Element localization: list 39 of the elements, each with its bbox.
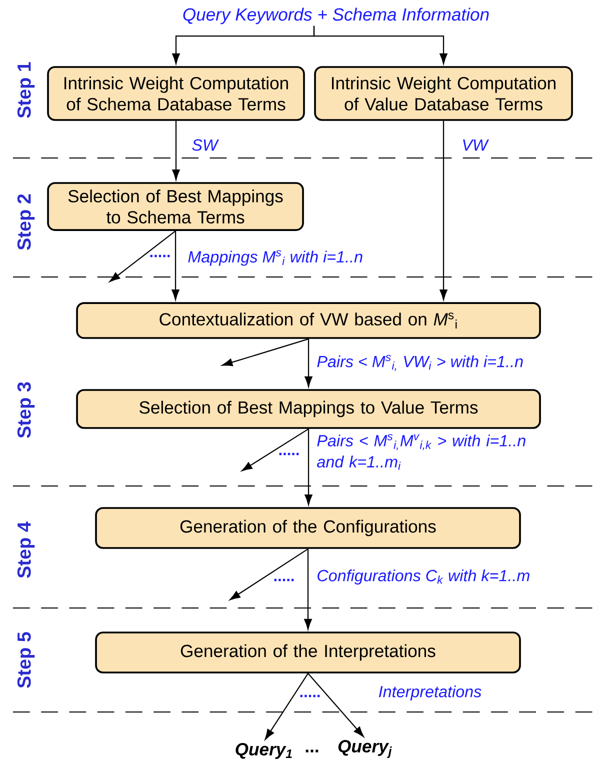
arrow — [242, 428, 309, 472]
edge-label: VW — [463, 139, 489, 151]
ellipsis: ... — [306, 750, 318, 752]
ellipsis: ..... — [300, 694, 320, 698]
arrow — [308, 673, 364, 737]
process-box: Generation of the Configurations — [95, 507, 521, 549]
ellipsis: ..... — [274, 578, 294, 582]
edge-label: Pairs < M$^{s}$$_{i,}$M$^{v}$$_{i,k}$ > with i=1..n and k=1..m$_{i}$ — [317, 434, 526, 470]
edge-label: Configurations C$_{k}$ with k=1..m — [318, 569, 530, 585]
arrow — [440, 120, 448, 300]
arrow — [172, 53, 180, 64]
arrow — [264, 673, 308, 740]
process-box: Intrinsic Weight Computation of Schema Database Terms — [47, 66, 305, 121]
ellipsis: ..... — [279, 452, 299, 456]
output-text: Query$_{j}$ — [338, 740, 392, 758]
step-label: Step 5 — [17, 632, 35, 688]
step-label: Step 4 — [17, 522, 35, 578]
arrow — [304, 338, 312, 388]
ellipsis: ..... — [150, 254, 170, 258]
arrow — [304, 548, 312, 630]
edge-label: Mappings M$^{s}$$_{i}$ with i=1..n — [188, 250, 362, 266]
input-text: Query Keywords + Schema Information — [183, 8, 489, 24]
step-label: Step 2 — [17, 194, 35, 250]
arrow — [172, 230, 180, 300]
process-box: Selection of Best Mappings to Schema Terms — [47, 182, 304, 231]
arrow — [172, 120, 180, 180]
process-box: Intrinsic Weight Computation of Value Database Terms — [314, 66, 573, 121]
process-box: Selection of Best Mappings to Value Terms — [76, 389, 541, 429]
step-label: Step 3 — [17, 382, 35, 438]
output-text: Query$_{1}$ — [236, 743, 292, 759]
arrow — [304, 428, 312, 506]
edge-label: Pairs < M$^{s}$$_{i,}$ VW$_{i}$ > with i=1..n — [317, 354, 523, 372]
process-box: Contextualization of VW based on M$^{s}$i — [76, 302, 541, 339]
arrow — [230, 548, 308, 600]
process-box: Generation of the Interpretations — [95, 632, 521, 674]
arrow — [313, 26, 448, 64]
arrow — [222, 338, 309, 366]
edge-label: SW — [192, 139, 219, 151]
arrow — [110, 230, 176, 282]
